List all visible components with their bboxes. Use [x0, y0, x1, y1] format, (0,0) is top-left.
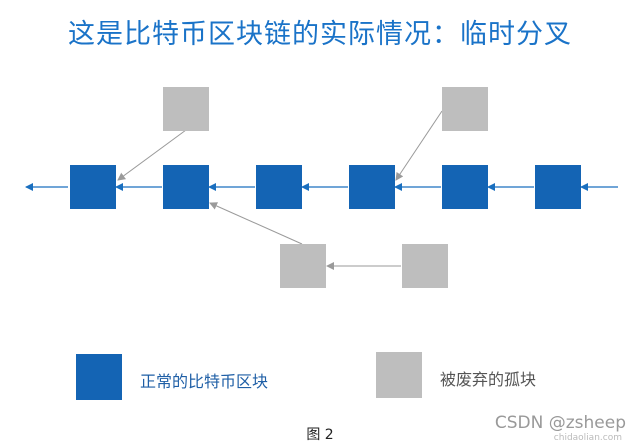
orphan-top-2: [442, 87, 488, 131]
main-block-3: [256, 165, 302, 209]
main-block-1: [70, 165, 116, 209]
orphan-arrow-top-1: [117, 129, 187, 181]
main-block-5: [442, 165, 488, 209]
figure-caption: 图 2: [306, 427, 334, 443]
orphan-arrow-bottom-1: [209, 202, 303, 245]
page-title: 这是比特币区块链的实际情况：临时分叉: [68, 19, 572, 50]
legend-normal-block-swatch: [76, 354, 122, 400]
legend-orphan-block-swatch: [376, 352, 422, 398]
watermark: CSDN @zsheep: [494, 413, 626, 433]
watermark-small: chidaolian.com: [553, 433, 622, 443]
orphan-bottom-1: [280, 244, 326, 288]
main-block-2: [163, 165, 209, 209]
orphan-bottom-2: [402, 244, 448, 288]
legend-orphan-block-label: 被废弃的孤块: [440, 370, 537, 389]
main-block-4: [349, 165, 395, 209]
main-block-6: [535, 165, 581, 209]
legend-normal-block-label: 正常的比特币区块: [140, 372, 269, 391]
orphan-arrow-top-2: [395, 110, 443, 181]
orphan-top-1: [163, 87, 209, 131]
